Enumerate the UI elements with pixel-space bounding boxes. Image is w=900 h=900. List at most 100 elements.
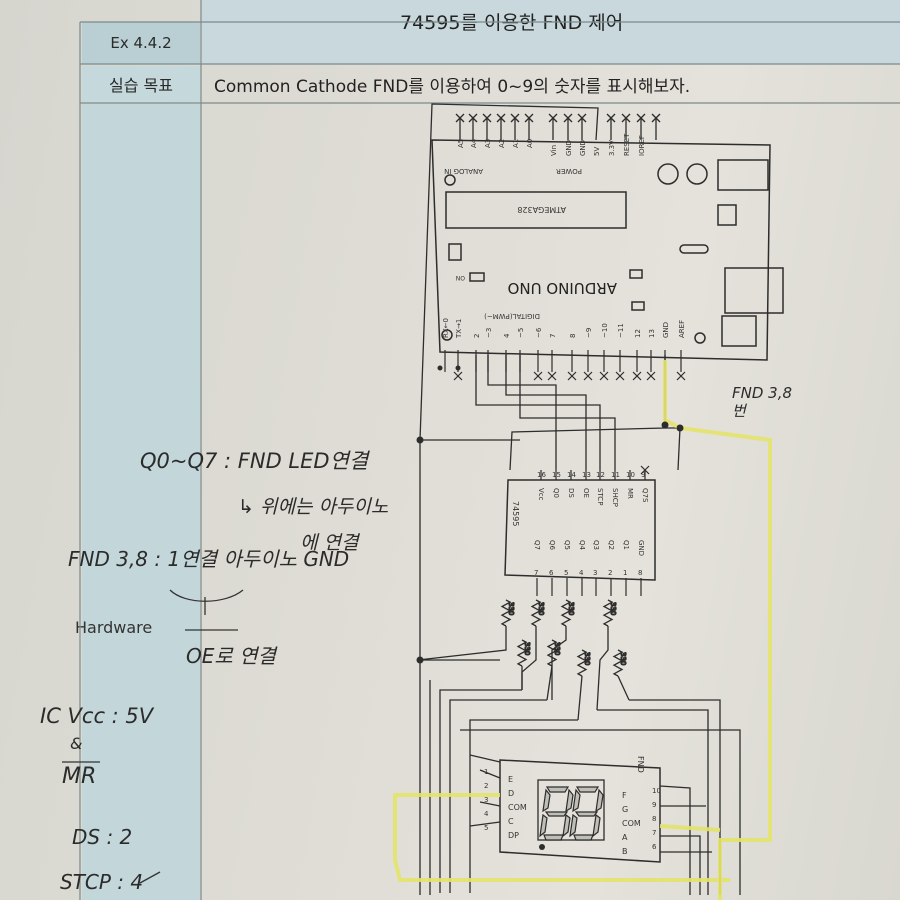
digital-pin-label: RX←0 xyxy=(442,318,450,338)
fnd-pin-name: G xyxy=(622,805,628,814)
fnd-pin-number: 2 xyxy=(484,782,488,790)
power-pin-label: 5V xyxy=(593,147,601,156)
digital-pin-label: ~5 xyxy=(517,328,525,338)
digital-pin-label: TX→1 xyxy=(455,319,463,339)
note-fnd-38: FND 3,8번 xyxy=(732,384,793,420)
ic-pin-number: 11 xyxy=(611,471,620,479)
ic-pin-name: DS xyxy=(567,488,575,498)
digital-pin-label: ~11 xyxy=(617,323,625,338)
fnd-pin-number: 10 xyxy=(652,787,661,795)
chip-label: ATMEGA328 xyxy=(517,205,566,214)
ic-pin-number: 6 xyxy=(549,569,554,577)
junction-dots xyxy=(416,365,684,664)
resistor-label: 330 xyxy=(553,642,561,655)
page-title: 74595를 이용한 FND 제어 xyxy=(400,12,624,34)
ic-pin-number: 3 xyxy=(593,569,597,577)
digital-pin-label: GND xyxy=(662,322,670,338)
digital-pin-label: 7 xyxy=(549,334,557,338)
top-header-wires xyxy=(455,113,661,140)
fnd-pin-number: 9 xyxy=(652,801,656,809)
board-name: ARDUINO UNO xyxy=(508,279,617,297)
goal-label: 실습 목표 xyxy=(82,66,200,102)
analog-pin-label: A0 xyxy=(526,139,534,148)
ic-pin-name: Vcc xyxy=(537,488,545,501)
ic-pin-name: Q6 xyxy=(548,540,556,551)
ic-pin-name: Q0 xyxy=(552,488,560,498)
note-fnd38-gnd: FND 3,8 : 1연결 아두이노 GND xyxy=(68,547,350,571)
power-header: POWER xyxy=(556,167,582,175)
digital-pin-label: ~6 xyxy=(535,327,543,338)
note-mr: MR xyxy=(62,764,97,789)
resistor-label: 330 xyxy=(567,602,575,615)
note-stcp: STCP : 4 xyxy=(60,870,144,894)
ic-pin-number: 16 xyxy=(537,471,546,479)
hardware-cell xyxy=(82,104,200,900)
digital-pin-label: ~9 xyxy=(585,328,593,338)
ic-pin-name: SHCP xyxy=(611,488,619,507)
power-pin-label: IOREF xyxy=(638,135,646,156)
fnd-pin-number: 8 xyxy=(652,815,656,823)
resistor-network: 330 330 330 330 330 330 330 330 xyxy=(417,599,630,721)
arduino-board xyxy=(431,139,784,361)
ic-pin-number: 12 xyxy=(596,471,605,479)
ic-pin-name: OE xyxy=(582,488,590,498)
resistor-label: 330 xyxy=(507,602,515,615)
digital-pin-label: 2 xyxy=(473,334,481,338)
power-pin-label: RESET xyxy=(623,133,631,156)
fnd-pin-name: DP xyxy=(508,831,519,840)
digital-pin-label: 13 xyxy=(648,329,656,338)
fnd-pin-number: 6 xyxy=(652,843,657,851)
resistor-label: 330 xyxy=(583,652,591,665)
pencil-brace xyxy=(62,589,244,884)
ic-pin-name: GND xyxy=(637,540,645,556)
digital-pin-label: AREF xyxy=(678,320,686,338)
power-pin-label: Vin xyxy=(550,145,558,156)
analog-pin-label: A1 xyxy=(512,139,520,148)
fnd-label: FND xyxy=(636,756,645,773)
fnd-pin-name: COM xyxy=(508,803,527,812)
fnd-pin-name: C xyxy=(508,817,514,826)
fnd-pin-number: 3 xyxy=(484,796,488,804)
resistor-label: 330 xyxy=(619,652,627,665)
ic-pin-number: 9 xyxy=(641,471,645,479)
ic-name: 74595 xyxy=(511,501,520,526)
ic-pin-name: Q5 xyxy=(563,540,571,550)
analog-pin-label: A3 xyxy=(484,139,492,148)
note-upper-arduino: ↳ 위에는 아두이노 xyxy=(238,496,389,518)
resistor-label: 330 xyxy=(523,642,531,655)
ic-pin-number: 7 xyxy=(534,569,538,577)
resistor-label: 330 xyxy=(537,602,545,615)
ic-pin-number: 1 xyxy=(623,569,627,577)
digital-header: DIGITAL(PWM~) xyxy=(484,312,540,320)
fnd-pin-name: F xyxy=(622,791,627,800)
note-oe: OE로 연결 xyxy=(186,644,276,668)
ic-pin-number: 14 xyxy=(567,471,576,479)
digital-pin-label: 12 xyxy=(634,329,642,338)
fnd-pin-number: 4 xyxy=(484,810,489,818)
ic-pin-number: 8 xyxy=(638,569,642,577)
note-connect: 에 연결 xyxy=(300,532,359,554)
power-pin-label: GND xyxy=(565,140,573,156)
analog-pin-label: A5 xyxy=(457,139,465,148)
resistor-label: 330 xyxy=(609,602,617,615)
ic-pin-number: 10 xyxy=(626,471,635,479)
table-grid xyxy=(79,0,900,900)
on-label: ON xyxy=(456,274,465,281)
title-cell xyxy=(202,0,900,64)
fnd-pin-name: B xyxy=(622,847,628,856)
ic-pin-number: 4 xyxy=(579,569,584,577)
ic-pin-name: Q1 xyxy=(622,540,630,550)
ic-pin-number: 15 xyxy=(552,471,561,479)
note-amp: & xyxy=(70,734,83,753)
digital-pin-label: ~3 xyxy=(485,328,493,338)
digital-pin-label: 8 xyxy=(569,334,577,338)
fnd-pin-name: COM xyxy=(622,819,641,828)
